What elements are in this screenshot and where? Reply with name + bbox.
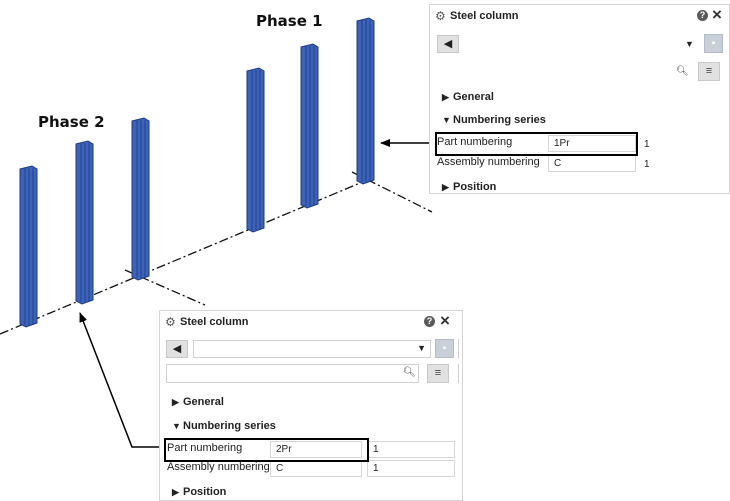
part-numbering-label: Part numbering	[437, 136, 513, 148]
gear-icon[interactable]: ⚙	[165, 315, 176, 329]
gear-icon[interactable]: ⚙	[435, 9, 446, 23]
save-icon[interactable]: ▪	[704, 34, 723, 53]
save-icon[interactable]: ▪	[435, 339, 454, 358]
phase-1-label: Phase 1	[256, 12, 323, 30]
part-numbering-prefix-input[interactable]: 1Pr	[548, 135, 636, 152]
assembly-numbering-start-input[interactable]: 1	[367, 460, 455, 477]
assembly-numbering-label: Assembly numbering	[437, 156, 540, 168]
properties-panel-phase2: ⚙ Steel column ? × ◀ ▼ ▪ 🔍︎ ≡ ▶General ▼…	[159, 310, 463, 501]
steel-column-6[interactable]	[356, 17, 375, 185]
grid-line-left	[124, 269, 206, 306]
grid-line-right	[351, 171, 433, 213]
steel-column-4[interactable]	[246, 67, 265, 233]
search-icon[interactable]: 🔍︎	[676, 66, 689, 77]
properties-panel-phase1: ⚙ Steel column ? × ◀ ▼ ▪ 🔍︎ ≡ ▶General ▼…	[429, 4, 730, 194]
assembly-numbering-prefix-input[interactable]: C	[548, 155, 636, 172]
panel-header: ⚙ Steel column ? ×	[160, 311, 462, 333]
section-numbering-series[interactable]: ▼Numbering series	[442, 114, 546, 126]
assembly-numbering-start-input[interactable]: 1	[644, 159, 650, 170]
assembly-numbering-prefix-input[interactable]: C	[270, 460, 362, 477]
menu-icon[interactable]: ≡	[427, 364, 449, 383]
section-position[interactable]: ▶Position	[172, 486, 227, 498]
part-numbering-start-input[interactable]: 1	[644, 139, 650, 150]
steel-column-2[interactable]	[75, 140, 94, 305]
assembly-numbering-label: Assembly numbering	[167, 461, 270, 473]
steel-column-5[interactable]	[300, 43, 319, 209]
section-position[interactable]: ▶Position	[442, 181, 497, 193]
panel-header: ⚙ Steel column ? ×	[430, 5, 729, 27]
chevron-down-icon[interactable]: ▼	[685, 39, 694, 49]
divider	[458, 364, 459, 383]
back-arrow-icon[interactable]: ◀	[437, 35, 459, 53]
part-numbering-highlight	[164, 438, 369, 462]
part-numbering-start-input[interactable]: 1	[367, 441, 455, 458]
steel-column-1[interactable]	[19, 165, 38, 328]
divider	[458, 339, 459, 358]
close-icon[interactable]: ×	[440, 311, 450, 330]
phase-2-label: Phase 2	[38, 113, 105, 131]
part-numbering-label: Part numbering	[167, 442, 243, 454]
help-icon[interactable]: ?	[697, 10, 708, 21]
panel-title: Steel column	[180, 316, 249, 328]
menu-icon[interactable]: ≡	[698, 62, 720, 81]
help-icon[interactable]: ?	[424, 316, 435, 327]
search-icon[interactable]: 🔍︎	[403, 367, 416, 378]
preset-dropdown[interactable]: ▼	[193, 340, 431, 358]
back-arrow-icon[interactable]: ◀	[166, 340, 188, 358]
section-general[interactable]: ▶General	[442, 91, 494, 103]
close-icon[interactable]: ×	[712, 5, 722, 24]
chevron-down-icon: ▼	[417, 343, 426, 353]
panel-title: Steel column	[450, 10, 519, 22]
steel-columns	[19, 17, 375, 328]
section-general[interactable]: ▶General	[172, 396, 224, 408]
part-numbering-highlight	[435, 132, 638, 156]
search-input[interactable]: 🔍︎	[166, 364, 419, 383]
section-numbering-series[interactable]: ▼Numbering series	[172, 420, 276, 432]
arrow-to-phase2-column	[79, 312, 163, 448]
part-numbering-prefix-input[interactable]: 2Pr	[270, 441, 362, 458]
steel-column-3[interactable]	[131, 117, 150, 281]
